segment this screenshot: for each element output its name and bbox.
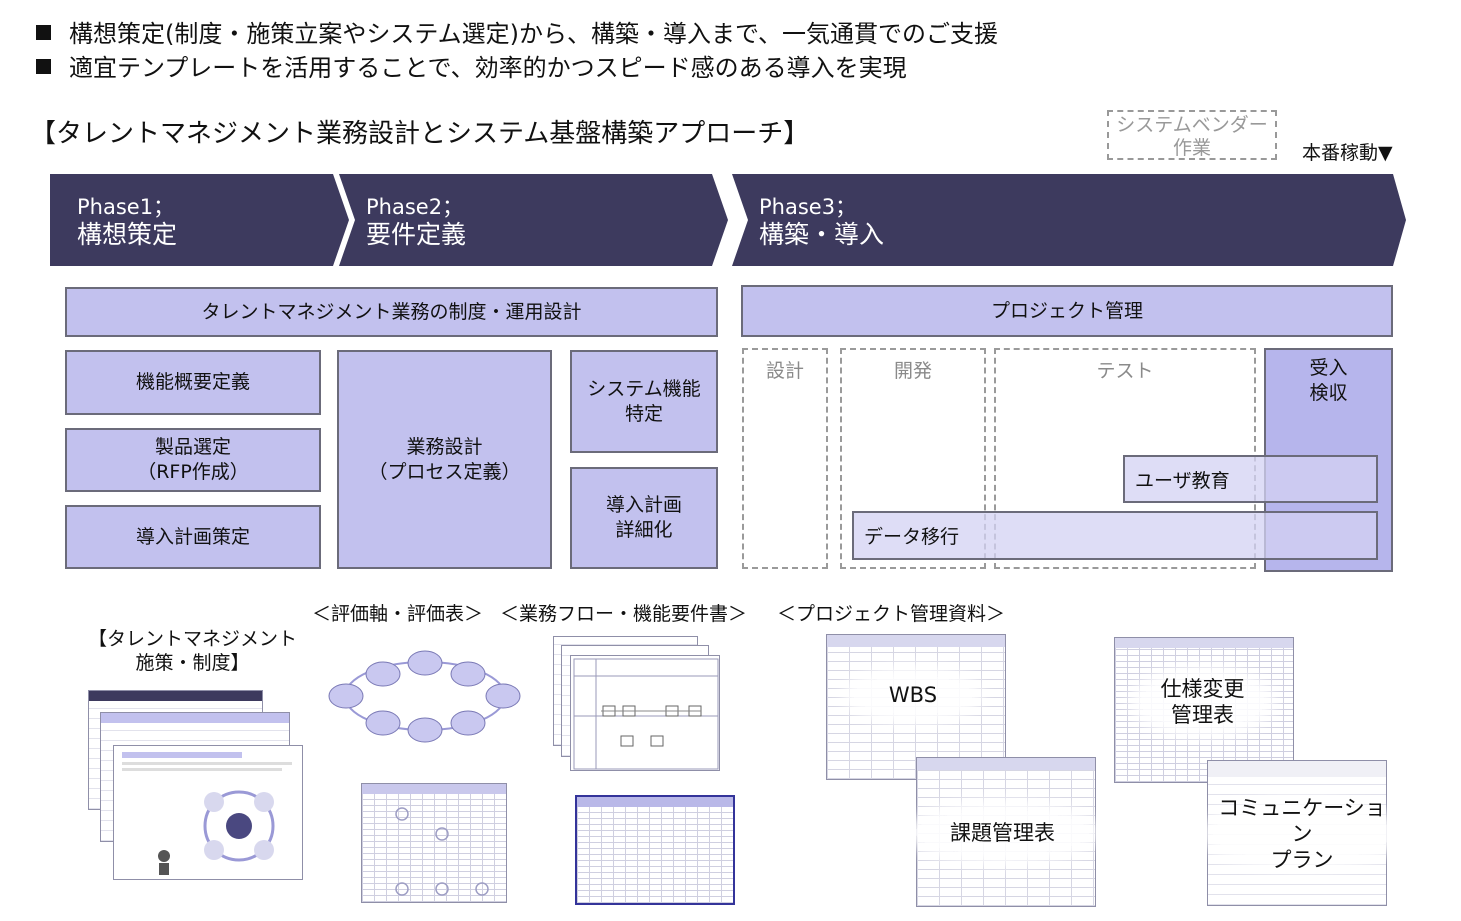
- phase2-chevron: [339, 174, 728, 266]
- sys-func-box: システム機能 特定: [570, 350, 718, 453]
- phase3-text: Phase3； 構築・導入: [759, 193, 884, 249]
- phase1-name: 構想策定: [77, 220, 178, 249]
- bullet-1: 構想策定(制度・施策立案やシステム選定)から、構築・導入まで、一気通貫でのご支援: [36, 19, 998, 49]
- bullet-1-text: 構想策定(制度・施策立案やシステム選定)から、構築・導入まで、一気通貫でのご支援: [69, 20, 999, 48]
- go-live-marker: 本番稼動▼: [1302, 142, 1393, 164]
- change-mgmt-label: 仕様変更 管理表: [1140, 676, 1265, 728]
- eval-cycle-diagram: [328, 650, 521, 743]
- approach-title: 【タレントマネジメント業務設計とシステム基盤構築アプローチ】: [30, 119, 810, 149]
- eval-marks: [362, 784, 506, 896]
- bullet-2-text: 適宜テンプレートを活用することで、効率的かつスピード感のある導入を実現: [69, 54, 907, 82]
- stage-dev-label: 開発: [893, 360, 932, 382]
- bizflow-chart: [573, 658, 719, 770]
- talent-section-label: 【タレントマネジメント 施策・制度】: [88, 628, 298, 674]
- eval-table-thumb: [361, 783, 507, 903]
- wbs-label: WBS: [853, 675, 973, 715]
- vendor-legend-line1: システムベンダー: [1116, 114, 1268, 136]
- bullet-square-icon: [36, 59, 51, 74]
- vendor-stage-design: 設計: [742, 348, 828, 569]
- comm-plan-label: コミュニケーション プラン: [1212, 796, 1392, 872]
- phase2-name: 要件定義: [366, 220, 467, 249]
- phase3-label: Phase3；: [759, 195, 857, 219]
- phase1-chevron: [50, 174, 349, 266]
- func-overview-box: 機能概要定義: [65, 350, 321, 415]
- vendor-legend-line2: 作業: [1172, 137, 1211, 159]
- biz-design-box: 業務設計 （プロセス定義）: [337, 350, 552, 569]
- bullet-2: 適宜テンプレートを活用することで、効率的かつスピード感のある導入を実現: [36, 53, 907, 83]
- stage-design-label: 設計: [765, 360, 804, 382]
- bizflow-section-label: ＜業務フロー・機能要件書＞: [500, 603, 748, 625]
- phase1-label: Phase1；: [77, 195, 175, 219]
- design-header-box: タレントマネジメント業務の制度・運用設計: [65, 287, 718, 337]
- talent-cycle-figure: [122, 752, 292, 875]
- pmdocs-section-label: ＜プロジェクト管理資料＞: [777, 603, 1006, 625]
- bullet-square-icon: [36, 25, 51, 40]
- eval-section-label: ＜評価軸・評価表＞: [312, 603, 484, 625]
- product-select-box: 製品選定 （RFP作成）: [65, 428, 321, 492]
- phase2-text: Phase2； 要件定義: [366, 193, 466, 249]
- phase2-label: Phase2；: [366, 195, 464, 219]
- vendor-stage-dev: 開発: [840, 348, 986, 569]
- pm-header-box: プロジェクト管理: [741, 285, 1393, 337]
- bizflow-doc-thumb-3: [570, 655, 720, 771]
- phase3-name: 構築・導入: [759, 220, 885, 249]
- intro-detail-box: 導入計画 詳細化: [570, 467, 718, 569]
- data-migration-bar: データ移行: [852, 511, 1378, 560]
- func-req-table-thumb: [575, 795, 735, 905]
- phase1-text: Phase1； 構想策定: [77, 193, 177, 249]
- stage-test-label: テスト: [1096, 360, 1154, 382]
- user-edu-bar: ユーザ教育: [1123, 455, 1378, 503]
- vendor-work-legend: システムベンダー 作業: [1107, 110, 1277, 160]
- intro-plan-box: 導入計画策定: [65, 505, 321, 569]
- issue-mgmt-label: 課題管理表: [915, 810, 1090, 855]
- phase3-chevron: [732, 174, 1406, 266]
- talent-doc-thumb-3: [113, 745, 303, 880]
